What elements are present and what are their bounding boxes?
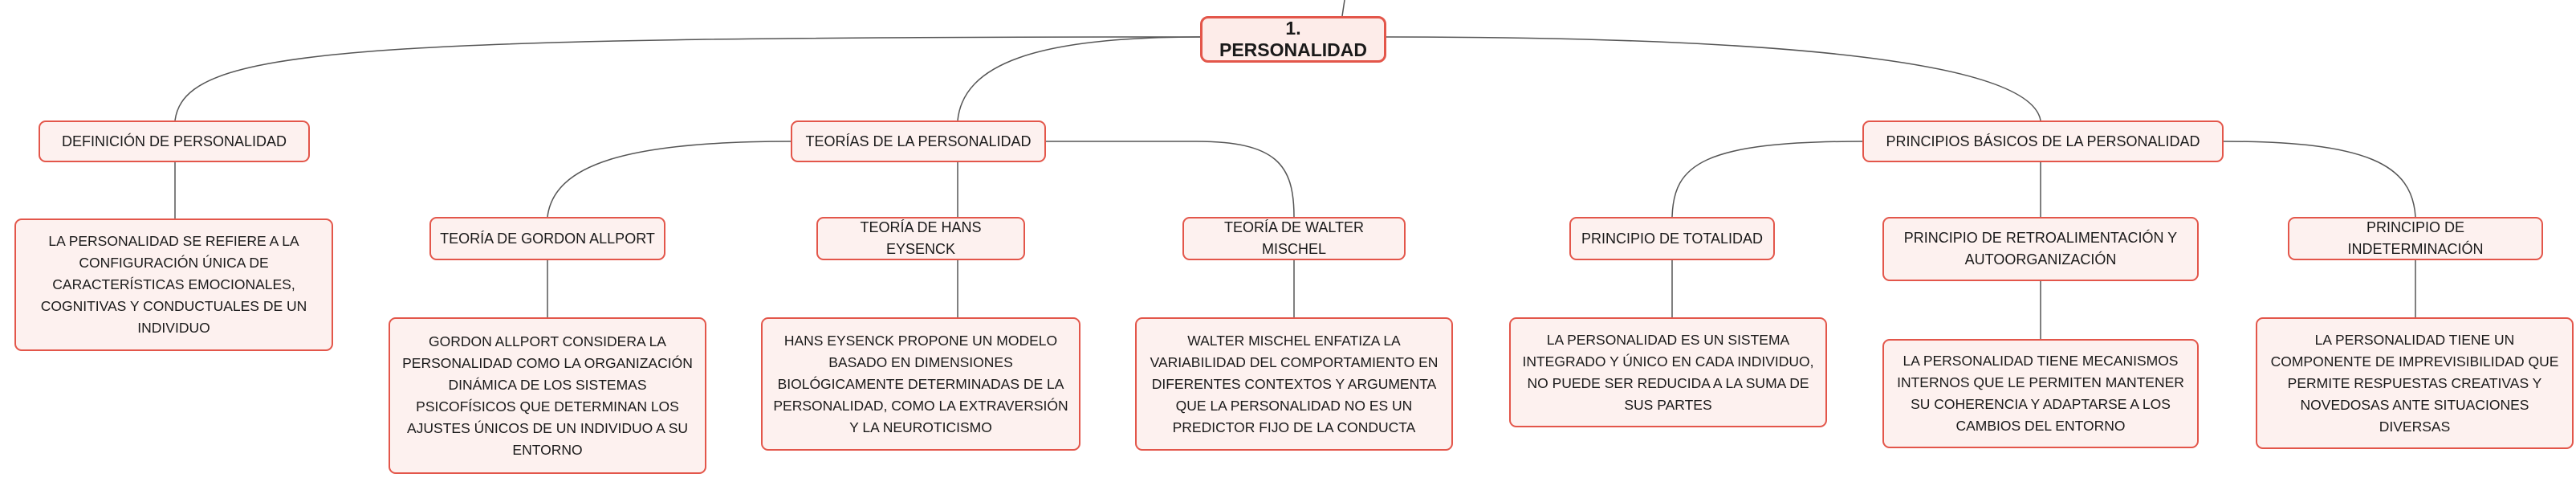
node-allport[interactable]: TEORÍA DE GORDON ALLPORT	[429, 217, 665, 260]
link-principios-indeterminacion	[2223, 141, 2416, 218]
node-definicion-text[interactable]: LA PERSONALIDAD SE REFIERE A LA CONFIGUR…	[14, 218, 333, 351]
node-retro[interactable]: PRINCIPIO DE RETROALIMENTACIÓN Y AUTOORG…	[1882, 217, 2199, 281]
node-teorias[interactable]: TEORÍAS DE LA PERSONALIDAD	[791, 120, 1046, 162]
link-root-definicion	[174, 36, 1201, 121]
link-teorias-allport	[547, 141, 792, 218]
link-root-principios	[1386, 36, 2041, 121]
node-mischel-text[interactable]: WALTER MISCHEL ENFATIZA LA VARIABILIDAD …	[1135, 317, 1453, 451]
node-retro-text[interactable]: LA PERSONALIDAD TIENE MECANISMOS INTERNO…	[1882, 339, 2199, 448]
link-root-teorias	[957, 36, 1201, 121]
node-principios[interactable]: PRINCIPIOS BÁSICOS DE LA PERSONALIDAD	[1862, 120, 2224, 162]
node-indeterminacion-text[interactable]: LA PERSONALIDAD TIENE UN COMPONENTE DE I…	[2256, 317, 2574, 449]
node-eysenck-text[interactable]: HANS EYSENCK PROPONE UN MODELO BASADO EN…	[761, 317, 1080, 451]
node-allport-text[interactable]: GORDON ALLPORT CONSIDERA LA PERSONALIDAD…	[389, 317, 706, 474]
node-indeterminacion[interactable]: PRINCIPIO DE INDETERMINACIÓN	[2288, 217, 2543, 260]
link-teorias-mischel	[1046, 141, 1295, 218]
root-node[interactable]: 1. PERSONALIDAD	[1200, 16, 1386, 63]
node-eysenck[interactable]: TEORÍA DE HANS EYSENCK	[816, 217, 1025, 260]
link-principios-totalidad	[1671, 141, 1863, 218]
node-totalidad[interactable]: PRINCIPIO DE TOTALIDAD	[1569, 217, 1775, 260]
node-totalidad-text[interactable]: LA PERSONALIDAD ES UN SISTEMA INTEGRADO …	[1509, 317, 1827, 427]
node-definicion[interactable]: DEFINICIÓN DE PERSONALIDAD	[39, 120, 310, 162]
node-mischel[interactable]: TEORÍA DE WALTER MISCHEL	[1182, 217, 1406, 260]
root-stem-line	[1341, 0, 1345, 17]
